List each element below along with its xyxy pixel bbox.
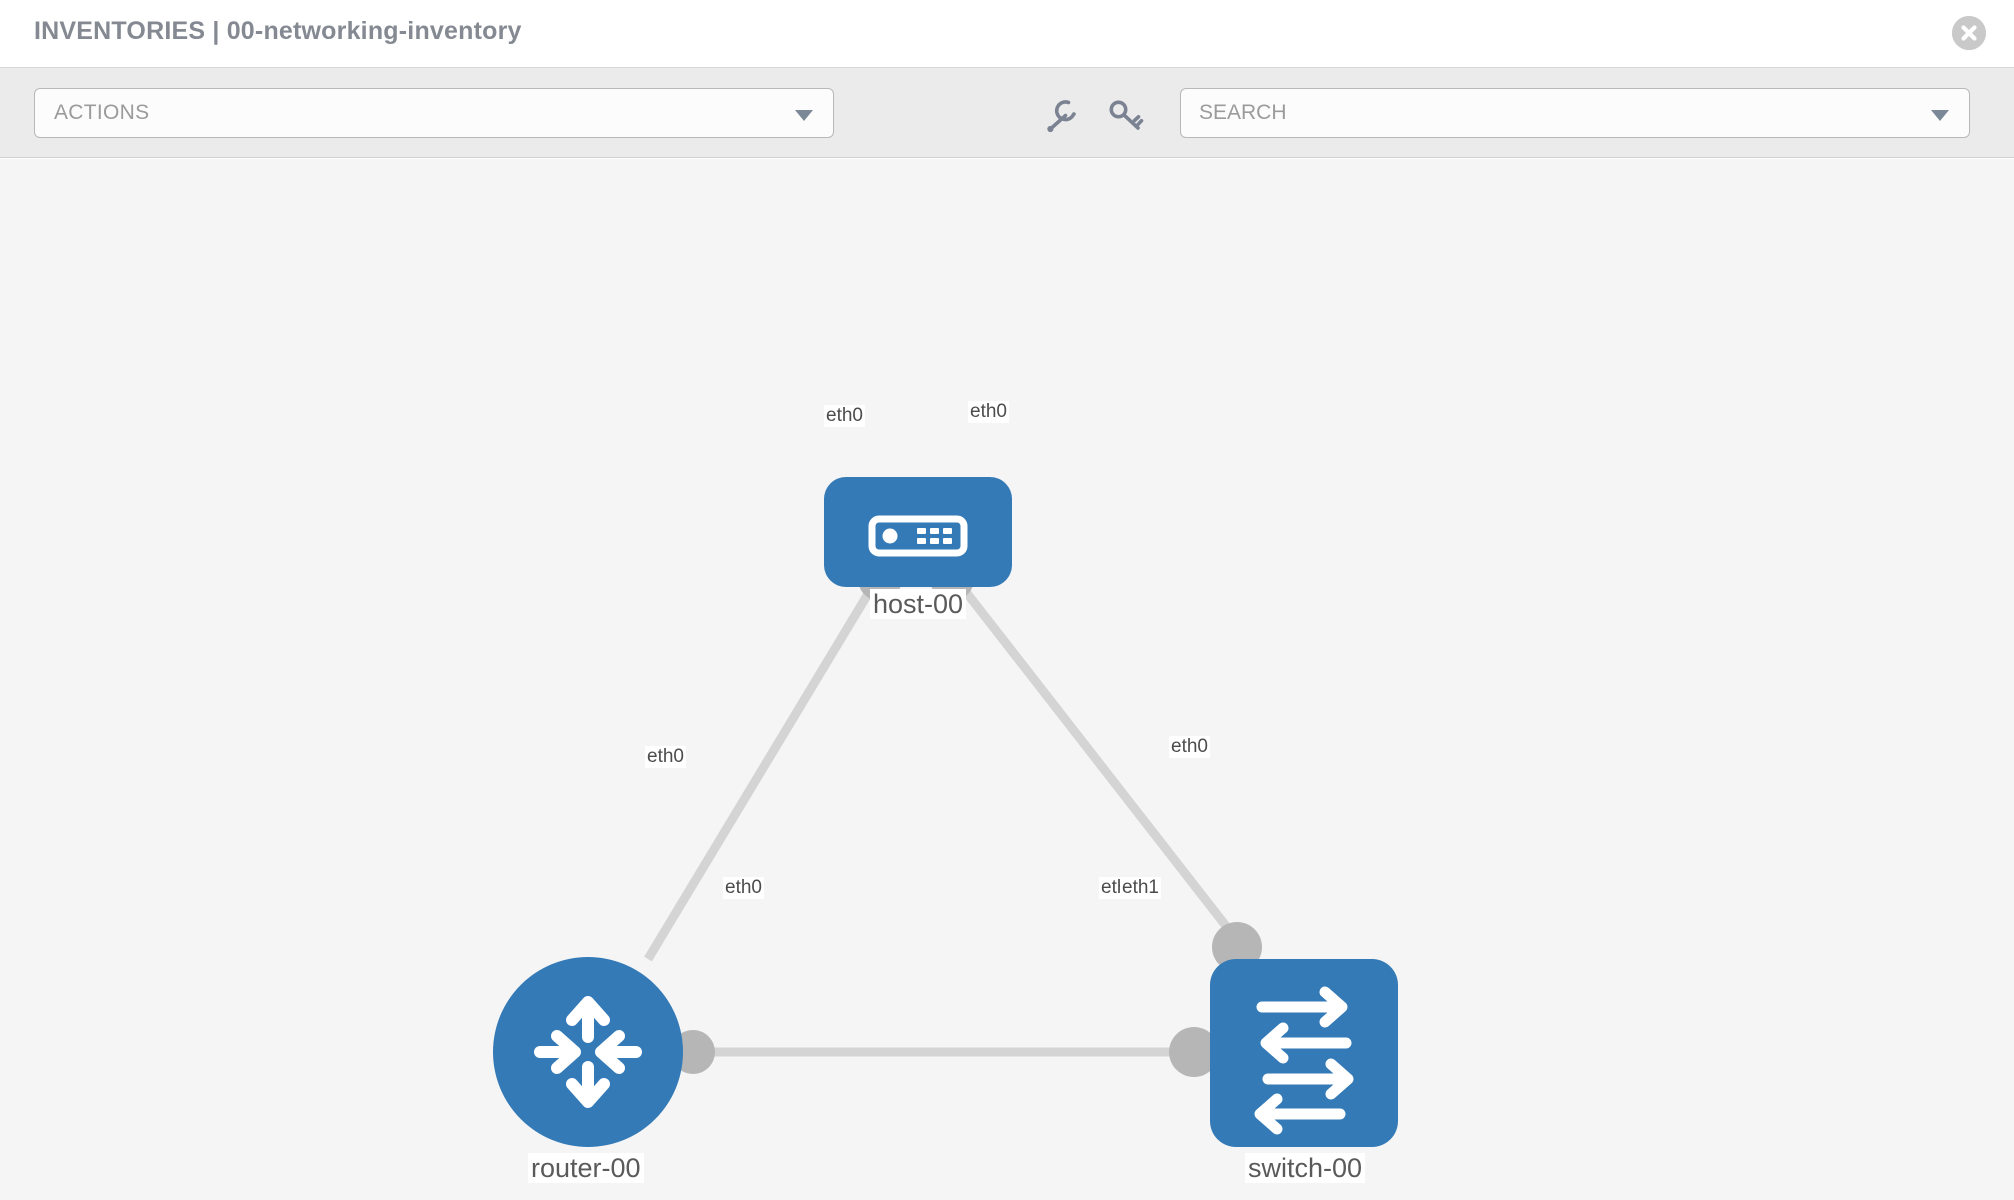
search-input[interactable]: [1199, 89, 1899, 137]
search-box[interactable]: [1180, 88, 1970, 138]
close-icon[interactable]: [1952, 16, 1986, 50]
node-host-00[interactable]: [824, 477, 1012, 587]
iface-label-switch-up: eth0: [1169, 736, 1210, 758]
edge-host-switch: [948, 571, 1244, 947]
actions-dropdown[interactable]: ACTIONS: [34, 88, 834, 138]
page-header: INVENTORIES | 00-networking-inventory: [0, 0, 2014, 68]
page-title: INVENTORIES | 00-networking-inventory: [34, 17, 522, 45]
edge-host-router: [644, 571, 884, 962]
topology-edges: [644, 571, 1244, 1057]
node-label-switch-00: switch-00: [1245, 1153, 1366, 1184]
node-switch-00[interactable]: [1210, 959, 1398, 1147]
wrench-icon[interactable]: [1041, 95, 1081, 135]
iface-label-host-left: eth0: [824, 405, 865, 427]
topology-connectors: [671, 557, 1262, 1077]
iface-label-switch-left-b: eth1: [1120, 877, 1161, 899]
connector-switch-left: [1169, 1027, 1219, 1077]
key-icon[interactable]: [1105, 95, 1145, 135]
iface-label-router-right: eth0: [723, 877, 764, 899]
node-router-00[interactable]: [493, 957, 683, 1147]
node-label-router-00: router-00: [528, 1153, 644, 1184]
topology-canvas[interactable]: eth0 eth0 eth0 eth0 eth0 eth0 eth1 host-…: [0, 159, 2014, 1200]
chevron-down-icon[interactable]: [1931, 110, 1949, 121]
chevron-down-icon: [795, 110, 813, 121]
actions-dropdown-label: ACTIONS: [54, 101, 150, 124]
iface-label-host-right: eth0: [968, 401, 1009, 423]
node-label-host-00: host-00: [870, 589, 967, 620]
topology-graph[interactable]: [0, 159, 2014, 1200]
iface-label-router-up: eth0: [645, 746, 686, 768]
toolbar: ACTIONS: [0, 68, 2014, 158]
